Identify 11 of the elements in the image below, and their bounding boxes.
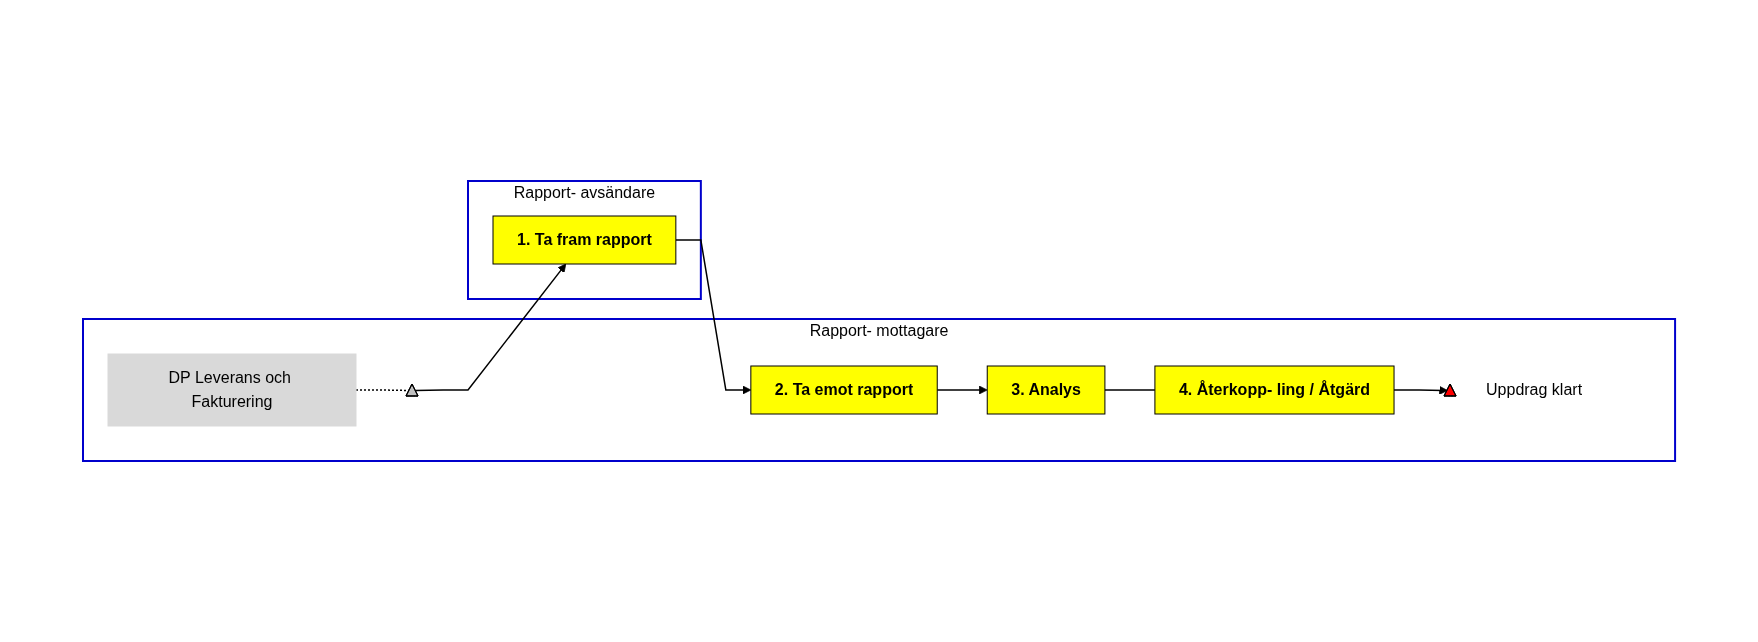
arrow (675, 239, 752, 395)
node-box: 1. Ta fram rapport (492, 215, 677, 265)
connector (1104, 389, 1156, 391)
arrow (1393, 385, 1448, 395)
node-label: Uppdrag klart (1485, 381, 1583, 398)
arrow (414, 263, 567, 392)
node-box: DP Leverans och Fakturering (107, 353, 357, 427)
node-box: 3. Analys (986, 365, 1106, 415)
arrow (936, 385, 988, 395)
node-box: 4. Återkopp- ling / Åtgärd (1154, 365, 1395, 415)
node-box: 2. Ta emot rapport (750, 365, 938, 415)
